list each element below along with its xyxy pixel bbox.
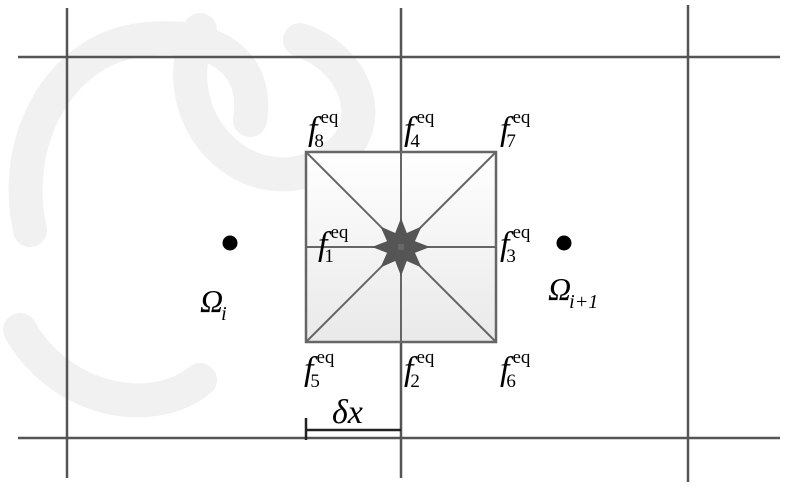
label-f1-subscript: 1 — [324, 246, 334, 267]
omega-i-symbol: Ω — [200, 283, 223, 319]
label-f5-subscript: 5 — [310, 371, 320, 392]
label-f1-superscript: eq — [330, 222, 348, 243]
spacing-label: δx — [332, 394, 363, 431]
watermark-stroke — [3, 313, 217, 418]
node-omega-i-dot — [222, 235, 238, 251]
label-f7-subscript: 7 — [506, 131, 516, 152]
node-omega-i-label: Ωi — [200, 283, 227, 325]
label-f6-superscript: eq — [512, 347, 530, 368]
velocity-direction-lines — [305, 151, 497, 343]
omega-i-subscript: i — [221, 303, 227, 325]
omega-i1-subscript: i+1 — [569, 291, 598, 313]
label-f4-superscript: eq — [416, 107, 434, 128]
label-f3-subscript: 3 — [506, 246, 516, 267]
node-omega-i1-label: Ωi+1 — [548, 271, 598, 313]
velocity-arrows — [372, 218, 430, 276]
label-f4-subscript: 4 — [410, 131, 420, 152]
label-f2-superscript: eq — [416, 347, 434, 368]
label-f5-superscript: eq — [316, 347, 334, 368]
node-omega-i1-dot — [556, 235, 572, 251]
omega-i1-symbol: Ω — [548, 271, 571, 307]
label-f6-subscript: 6 — [506, 371, 516, 392]
velocity-arrow — [396, 226, 422, 252]
label-f3-superscript: eq — [512, 222, 530, 243]
label-f7-superscript: eq — [512, 107, 530, 128]
label-f8-subscript: 8 — [314, 131, 324, 152]
spacing-bracket — [304, 418, 401, 440]
label-f8-superscript: eq — [320, 107, 338, 128]
label-f2-subscript: 2 — [410, 371, 420, 392]
watermark-stroke — [8, 21, 269, 247]
